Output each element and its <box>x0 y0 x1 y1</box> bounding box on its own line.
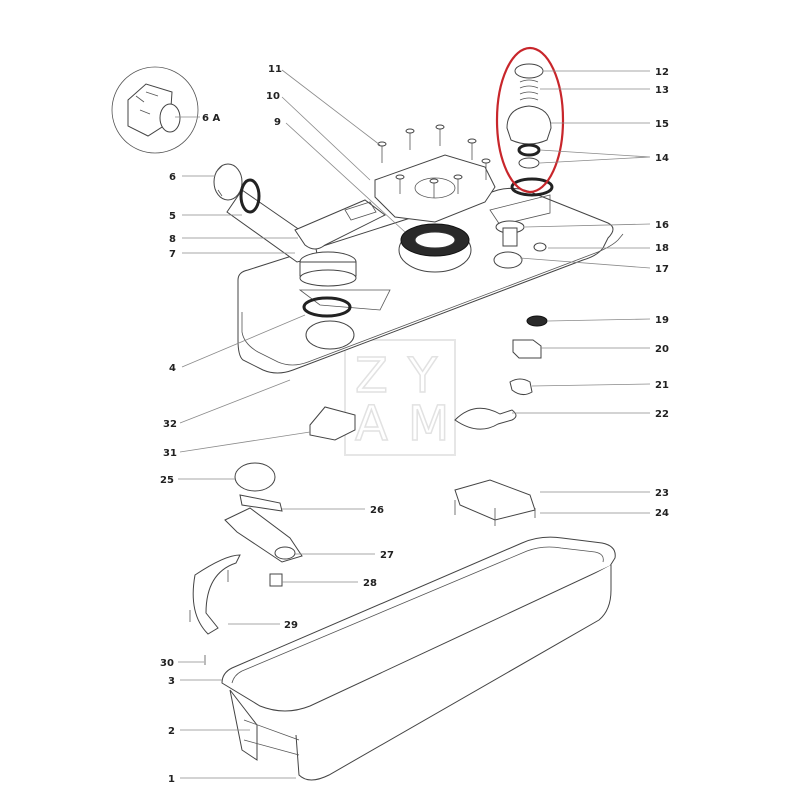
label-31: 31 <box>163 448 177 459</box>
callouts <box>175 69 651 779</box>
label-10: 10 <box>266 91 280 102</box>
small-parts-right <box>454 315 548 430</box>
detail-inset-6a <box>111 66 199 154</box>
label-2: 2 <box>168 726 175 737</box>
label-20: 20 <box>655 344 669 355</box>
flange-plate <box>374 124 496 223</box>
label-14: 14 <box>655 153 669 164</box>
label-26: 26 <box>370 505 384 516</box>
label-5: 5 <box>169 211 176 222</box>
seals <box>302 177 554 318</box>
label-19: 19 <box>655 315 669 326</box>
label-4: 4 <box>169 363 176 374</box>
label-15: 15 <box>655 119 669 130</box>
label-32: 32 <box>163 419 177 430</box>
tank-body <box>221 536 616 781</box>
label-22: 22 <box>655 409 669 420</box>
label-17: 17 <box>655 264 669 275</box>
label-28: 28 <box>363 578 377 589</box>
label-9: 9 <box>274 117 281 128</box>
label-11: 11 <box>268 64 282 75</box>
label-21: 21 <box>655 380 669 391</box>
label-6: 6 <box>169 172 176 183</box>
label-7: 7 <box>169 249 176 260</box>
label-27: 27 <box>380 550 394 561</box>
label-1: 1 <box>168 774 175 785</box>
bracket-23 <box>454 479 536 526</box>
label-29: 29 <box>284 620 298 631</box>
highlighted-assembly <box>495 46 565 194</box>
hose-assembly <box>213 163 386 287</box>
svg-text:AM: AM <box>355 396 469 452</box>
label-3: 3 <box>168 676 175 687</box>
label-12: 12 <box>655 67 669 78</box>
label-30: 30 <box>160 658 174 669</box>
label-25: 25 <box>160 475 174 486</box>
watermark: ZY AM <box>344 339 469 456</box>
label-16: 16 <box>655 220 669 231</box>
label-24: 24 <box>655 508 669 519</box>
latch-31 <box>309 406 356 441</box>
part-labels: 6 A 11 10 9 12 13 15 14 6 5 8 7 16 18 17… <box>160 64 669 785</box>
label-23: 23 <box>655 488 669 499</box>
label-8: 8 <box>169 234 176 245</box>
label-6a: 6 A <box>202 113 220 124</box>
svg-text:ZY: ZY <box>355 348 457 404</box>
valve-16 <box>495 220 525 247</box>
label-13: 13 <box>655 85 669 96</box>
mechanism-parts <box>189 462 303 665</box>
label-18: 18 <box>655 243 669 254</box>
